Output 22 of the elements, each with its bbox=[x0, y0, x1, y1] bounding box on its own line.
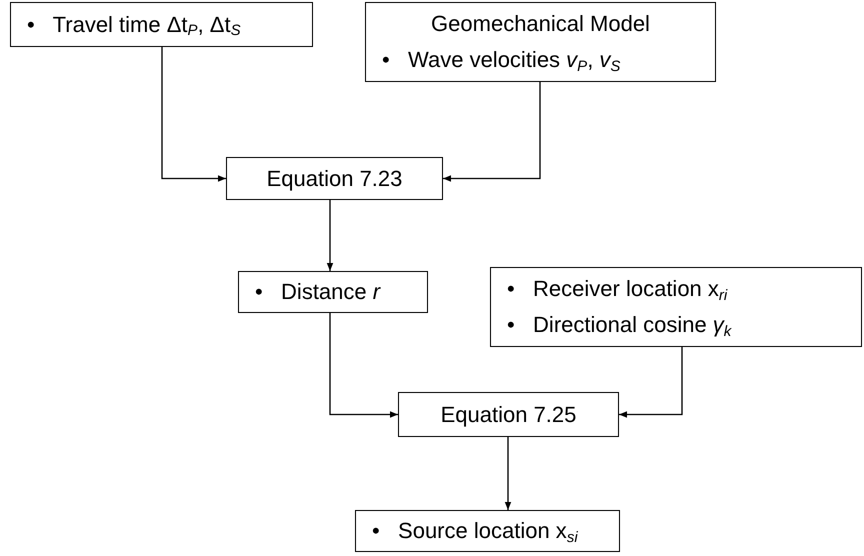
box-text: Geomechanical Model bbox=[431, 10, 650, 38]
list-item: • Receiver location x$_{ri}$ bbox=[506, 275, 728, 306]
list-item: • Source location x$_{si}$ bbox=[371, 517, 578, 548]
arrow bbox=[161, 47, 226, 182]
list-item: • Directional cosine γ$_{k}$ bbox=[506, 311, 732, 342]
arrow bbox=[326, 200, 334, 271]
arrow bbox=[619, 347, 683, 418]
list-item: • Wave velocities v$_{P}$, v$_{S}$ bbox=[381, 46, 620, 77]
list-item: • Distance r bbox=[254, 278, 380, 306]
process-box bbox=[238, 271, 428, 313]
box-text: Equation 7.25 bbox=[440, 400, 576, 429]
arrow bbox=[443, 82, 541, 182]
list-item: • Travel time Δt$_{P}$, Δt$_{S}$ bbox=[26, 10, 241, 42]
arrow bbox=[329, 313, 398, 418]
process-box bbox=[355, 510, 620, 552]
box-text: Equation 7.23 bbox=[266, 164, 402, 193]
process-box bbox=[10, 2, 313, 47]
process-box bbox=[490, 267, 862, 347]
arrow bbox=[504, 437, 512, 510]
process-box bbox=[398, 392, 619, 437]
process-box bbox=[365, 2, 716, 82]
process-box bbox=[226, 157, 443, 200]
